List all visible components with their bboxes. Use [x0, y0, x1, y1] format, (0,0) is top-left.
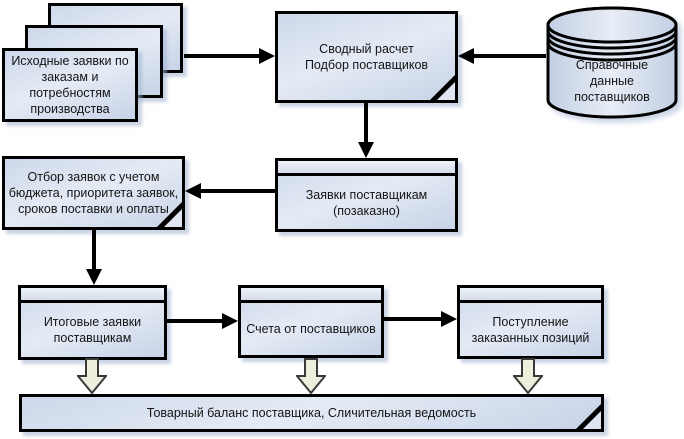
node-label: Исходные заявки по [11, 54, 129, 68]
title-stripe [21, 288, 164, 303]
node-label: Сводный расчет [319, 42, 414, 56]
arrowhead-down-icon [358, 142, 374, 158]
arrowhead-left-icon [458, 48, 474, 64]
arrow-invoices-to-receipts [384, 317, 442, 321]
block-arrow-final-to-balance [77, 358, 107, 394]
node-summary-calc: Сводный расчет Подбор поставщиков [275, 11, 458, 103]
arrow-sources-to-summary [184, 54, 260, 58]
node-label: Товарный баланс поставщика, Сличительная… [146, 406, 477, 420]
node-supplier-requests: Заявки поставщикам (позаказно) [275, 158, 458, 232]
node-source-requests: Исходные заявки по заказам и потребностя… [2, 48, 138, 122]
title-stripe [460, 288, 601, 303]
node-supplier-data: Справочные данные поставщиков [552, 52, 672, 110]
node-label: заказанных позиций [471, 330, 590, 345]
node-invoices: Счета от поставщиков [238, 285, 384, 358]
node-selection: Отбор заявок с учетом бюджета, приоритет… [2, 156, 185, 230]
title-stripe [241, 288, 381, 303]
node-label: Поступление [492, 314, 569, 329]
arrowhead-right-icon [441, 311, 457, 327]
node-label: Счета от поставщиков [246, 322, 376, 336]
arrow-summary-to-requests [364, 103, 368, 143]
arrow-selection-to-final [92, 230, 96, 271]
arrow-requests-to-selection [200, 189, 275, 193]
node-label: Отбор заявок с учетом [27, 170, 160, 184]
arrowhead-right-icon [259, 48, 275, 64]
node-label: Справочные [575, 58, 649, 72]
node-final-requests: Итоговые заявки поставщикам [18, 285, 167, 360]
folded-corner-icon [164, 209, 182, 227]
block-arrow-invoices-to-balance [296, 358, 326, 394]
node-label: данные [590, 74, 634, 88]
node-balance: Товарный баланс поставщика, Сличительная… [19, 394, 604, 432]
title-stripe [278, 161, 455, 176]
node-label: производства [30, 102, 110, 116]
arrowhead-right-icon [222, 313, 238, 329]
database-cylinder-icon [546, 6, 678, 119]
node-label: (позаказно) [333, 203, 400, 218]
arrow-final-to-invoices [167, 319, 223, 323]
node-label: Подбор поставщиков [304, 58, 429, 72]
node-label: Заявки поставщикам [305, 187, 428, 202]
node-label: Итоговые заявки [43, 315, 142, 329]
arrow-database-to-summary [474, 54, 546, 58]
node-label: заказам и [41, 70, 99, 84]
node-receipts: Поступление заказанных позиций [457, 285, 604, 359]
arrowhead-down-icon [86, 269, 102, 285]
node-label: поставщикам [53, 331, 132, 345]
node-label: поставщиков [574, 90, 650, 104]
folded-corner-icon [437, 82, 455, 100]
block-arrow-receipts-to-balance [513, 358, 543, 394]
arrowhead-left-icon [185, 183, 201, 199]
node-label: потребностям [29, 86, 111, 100]
node-label: бюджета, приоритета заявок, [8, 186, 179, 200]
folded-corner-icon [583, 411, 601, 429]
node-label: сроков поставки и оплаты [18, 202, 169, 216]
